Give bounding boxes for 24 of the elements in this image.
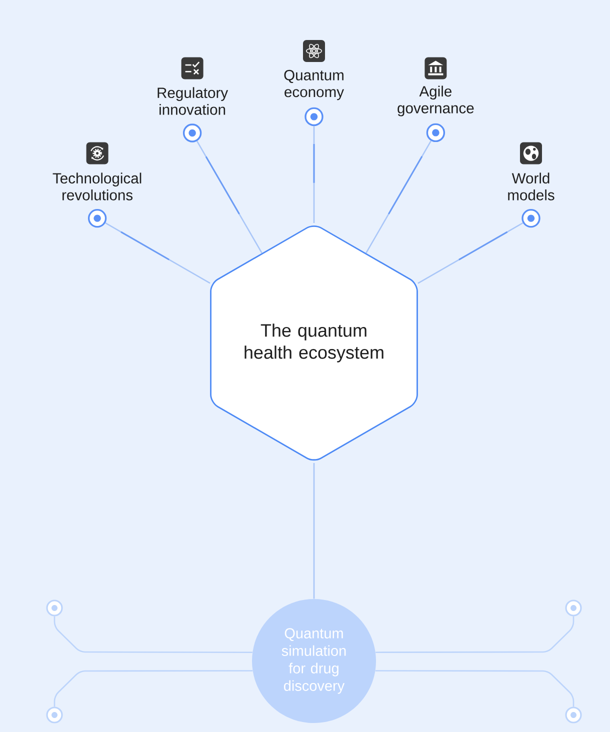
- ring-dot: [46, 706, 63, 724]
- connector-line: [375, 670, 574, 707]
- ring-dot: [426, 123, 446, 142]
- node-label: Agile governance: [398, 86, 474, 116]
- ring-dot: [565, 706, 582, 724]
- connector-line: [54, 616, 252, 653]
- node-label: World models: [508, 172, 554, 200]
- ring-dot: [88, 208, 107, 228]
- node-label: Technological revolutions: [52, 172, 142, 200]
- circle-node: Quantum simulation for drug discovery: [252, 599, 376, 723]
- connector-line: [366, 140, 432, 254]
- ring-dot: [565, 600, 582, 616]
- connector-line: [313, 463, 315, 599]
- connector-line: [54, 670, 253, 707]
- connector-line: [105, 222, 210, 284]
- connector-line: [418, 222, 524, 284]
- connector-line: [376, 616, 574, 653]
- hexagon-node: The quantum health ecosystem: [210, 225, 418, 461]
- connector-line: [196, 140, 262, 254]
- node-label: Quantum economy: [284, 70, 344, 100]
- connector-line: [313, 126, 315, 223]
- ring-dot: [182, 124, 202, 142]
- ring-dot: [46, 600, 63, 616]
- node-label: Regulatory innovation: [158, 87, 228, 115]
